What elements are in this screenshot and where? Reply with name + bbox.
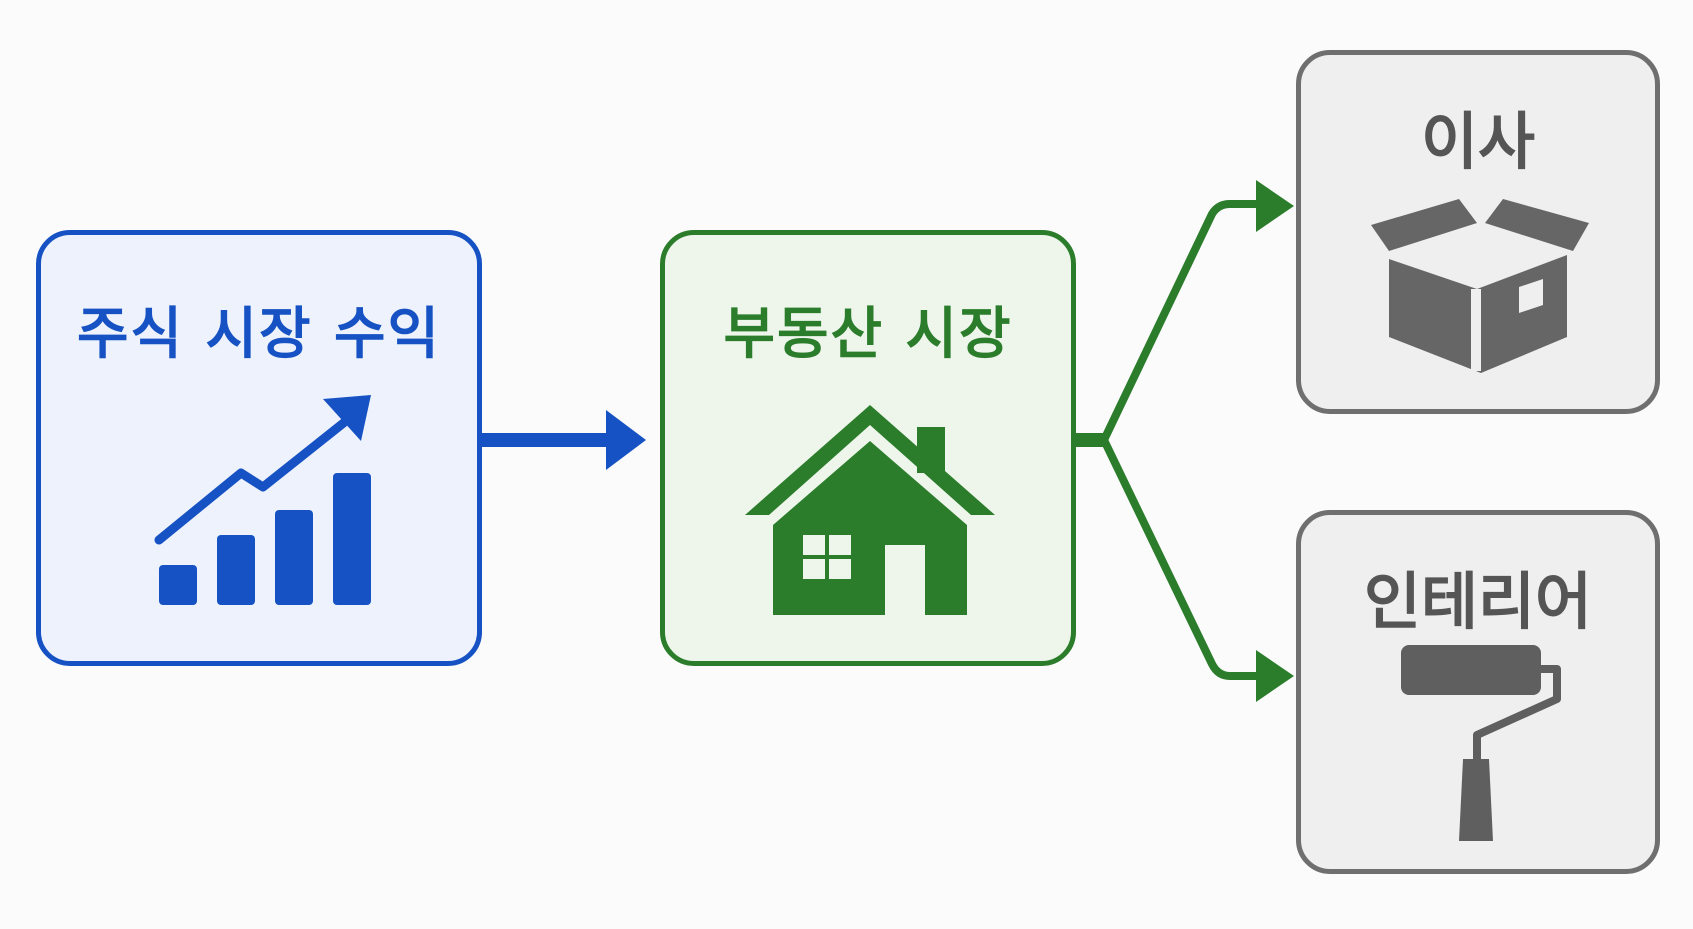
node-real-estate-market: 부동산 시장 [660, 230, 1076, 666]
node-real-estate-market-label: 부동산 시장 [723, 302, 1013, 367]
arrow-realestate-to-moving [1076, 180, 1294, 447]
house-icon [745, 405, 995, 615]
paint-roller-icon [1401, 645, 1561, 841]
arrow-stock-to-realestate [482, 410, 646, 470]
arrow-realestate-to-interior [1100, 438, 1294, 702]
node-moving: 이사 [1296, 50, 1660, 414]
node-interior-label: 인테리어 [1363, 565, 1593, 638]
node-stock-market: 주식 시장 수익 [36, 230, 482, 666]
box-icon [1371, 199, 1589, 373]
node-stock-market-label: 주식 시장 수익 [76, 302, 442, 367]
node-moving-label: 이사 [1420, 105, 1536, 178]
bar-chart-trend-icon [154, 395, 371, 605]
node-interior: 인테리어 [1296, 510, 1660, 874]
